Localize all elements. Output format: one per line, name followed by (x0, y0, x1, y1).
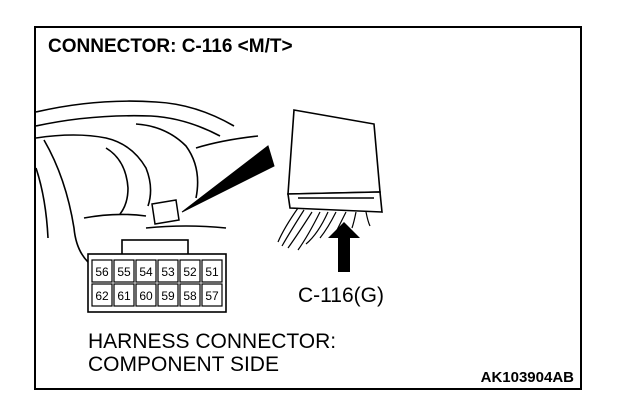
pin-number: 56 (95, 265, 109, 279)
connector-label: C-116(G) (298, 284, 384, 307)
pin-cell (201, 259, 223, 283)
diagram-frame: CONNECTOR: C-116 <M/T> (34, 26, 582, 390)
pin-number: 62 (95, 289, 109, 303)
pin-cell (179, 259, 201, 283)
pin-cell (113, 259, 135, 283)
pin-cell (157, 283, 179, 307)
pointer-arrow (328, 222, 360, 272)
dash-connector-location (151, 145, 275, 225)
pin-grid: 56 55 54 53 52 51 62 61 60 59 58 57 (91, 259, 223, 307)
pin-number: 61 (117, 289, 131, 303)
pin-number: 55 (117, 265, 131, 279)
caption-line-1: HARNESS CONNECTOR: (88, 330, 337, 353)
pin-number: 54 (139, 265, 153, 279)
caption-line-2: COMPONENT SIDE (88, 353, 279, 376)
pin-cell (157, 259, 179, 283)
pin-cell (135, 259, 157, 283)
caption: HARNESS CONNECTOR: COMPONENT SIDE (88, 330, 336, 376)
control-module (287, 109, 383, 213)
pin-cell (179, 283, 201, 307)
pin-number: 57 (205, 289, 219, 303)
diagram-title: CONNECTOR: C-116 <M/T> (48, 36, 293, 57)
pin-cell (91, 283, 113, 307)
pin-cell (201, 283, 223, 307)
pin-number: 52 (183, 265, 197, 279)
pin-number: 53 (161, 265, 175, 279)
pin-cell (91, 259, 113, 283)
pin-number: 59 (161, 289, 175, 303)
pin-cell (113, 283, 135, 307)
pin-number: 60 (139, 289, 153, 303)
wiring-harness (277, 207, 371, 251)
pin-number: 58 (183, 289, 197, 303)
dashboard-illustration (36, 100, 259, 263)
pin-number: 51 (205, 265, 219, 279)
figure-code: AK103904AB (480, 369, 574, 386)
pin-cell (135, 283, 157, 307)
diagram-artwork: 56 55 54 53 52 51 62 61 60 59 58 57 (36, 100, 383, 313)
